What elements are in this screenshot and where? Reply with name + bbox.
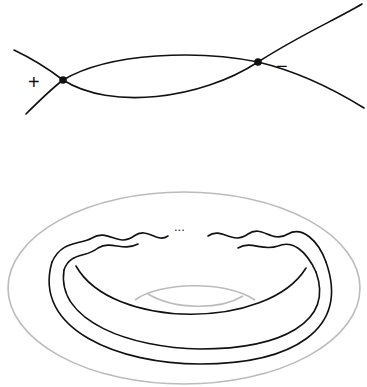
crossing-curves <box>14 4 364 114</box>
sign-label: + <box>28 72 40 92</box>
twisted-band <box>49 231 331 364</box>
torus-outline <box>8 192 360 384</box>
crossing-dot <box>255 59 261 65</box>
curve <box>26 55 364 114</box>
band-twist <box>238 244 316 272</box>
crossing-dot <box>60 77 66 83</box>
band-twist <box>52 233 168 262</box>
band-edge <box>76 266 306 314</box>
torus-hole <box>135 286 255 300</box>
band-edge <box>49 262 331 364</box>
torus-hole <box>148 294 243 306</box>
torus-outer <box>8 192 360 384</box>
band-edge <box>63 270 319 349</box>
sign-label: − <box>276 56 288 76</box>
ellipsis-mark: ... <box>174 220 185 233</box>
band-twist <box>64 244 138 270</box>
curve <box>14 4 362 98</box>
